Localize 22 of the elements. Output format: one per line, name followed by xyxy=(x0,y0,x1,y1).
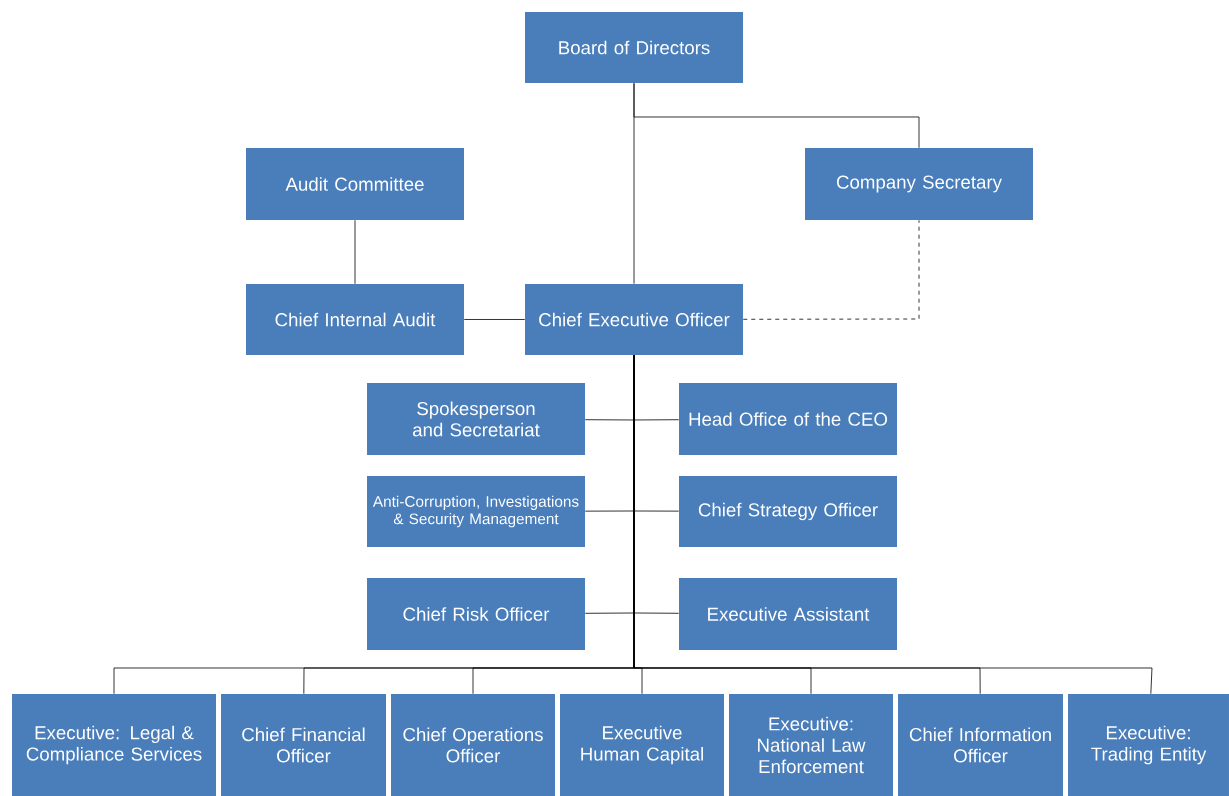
position-box: Head Office of the CEO xyxy=(679,383,897,455)
position-box: Chief Internal Audit xyxy=(246,284,464,355)
position-box: Chief Risk Officer xyxy=(367,578,585,650)
connector-line xyxy=(633,82,920,149)
position-box: Spokesperson and Secretariat xyxy=(367,383,585,455)
position-box: Chief Strategy Officer xyxy=(679,476,897,547)
position-box: Chief Information Officer xyxy=(898,694,1063,796)
position-box: Audit Committee xyxy=(246,148,464,220)
position-box: Chief Financial Officer xyxy=(221,694,386,796)
position-box: Executive Human Capital xyxy=(560,694,724,796)
connector-line xyxy=(633,354,1153,695)
position-box: Anti-Corruption, Investigations & Security Management xyxy=(367,476,585,547)
position-box: Board of Directors xyxy=(525,12,743,83)
position-box: Executive: Legal & Compliance Services xyxy=(12,694,216,796)
position-box: Executive: Trading Entity xyxy=(1068,694,1229,796)
position-box: Executive Assistant xyxy=(679,578,897,650)
position-box: Company Secretary xyxy=(805,148,1033,220)
position-box: Chief Operations Officer xyxy=(391,694,555,796)
position-box: Chief Executive Officer xyxy=(525,284,743,355)
position-box: Executive: National Law Enforcement xyxy=(729,694,893,796)
connector-line xyxy=(463,319,526,320)
connector-line xyxy=(354,219,356,285)
